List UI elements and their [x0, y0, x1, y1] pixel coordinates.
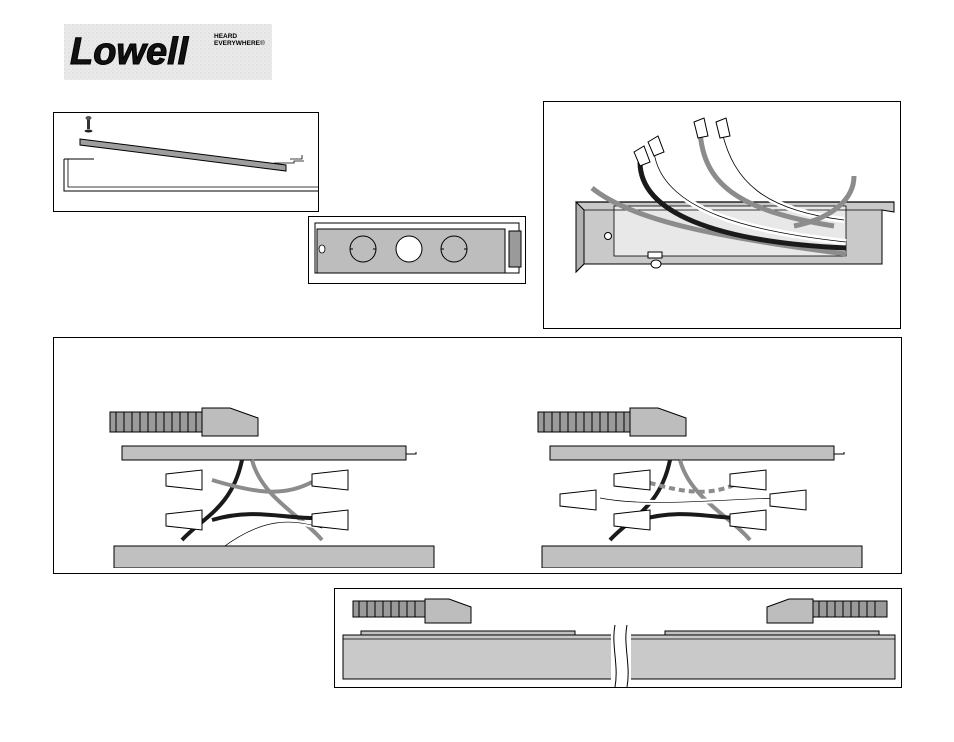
- flex-conduit-icon: [353, 601, 427, 617]
- logo-registered-mark: ®: [260, 39, 265, 47]
- wire-nut-icon: [166, 470, 348, 530]
- flex-conduit-icon: [538, 412, 638, 432]
- cover-plate-removal-diagram: [54, 113, 318, 211]
- logo-wordmark: Lowell: [70, 31, 190, 73]
- screw-icon: [85, 116, 93, 133]
- wire-splice-diagram-a: [102, 398, 442, 568]
- logo-tagline-line2: EVERYWHERE: [214, 40, 261, 47]
- flex-conduit-icon: [813, 601, 887, 617]
- wire-routing-diagram: [544, 102, 900, 328]
- knockout-center-icon: [396, 236, 422, 262]
- cover-plate-removal-panel: [53, 112, 319, 212]
- lowell-logo: Lowell HEARD EVERYWHERE ®: [64, 24, 272, 80]
- knockouts-panel: [308, 216, 526, 284]
- wire-splice-diagram-b: [530, 398, 870, 568]
- wire-nut-icon: [634, 118, 730, 166]
- channel-knockouts-diagram: [309, 217, 525, 283]
- channel-assembly-panel: [334, 588, 902, 688]
- flex-conduit-icon: [110, 412, 210, 432]
- wire-splice-panel: [53, 337, 902, 574]
- logo-tagline-line1: HEARD: [214, 33, 237, 40]
- wire-routing-panel: [543, 101, 901, 329]
- channel-assembly-diagram: [335, 589, 901, 687]
